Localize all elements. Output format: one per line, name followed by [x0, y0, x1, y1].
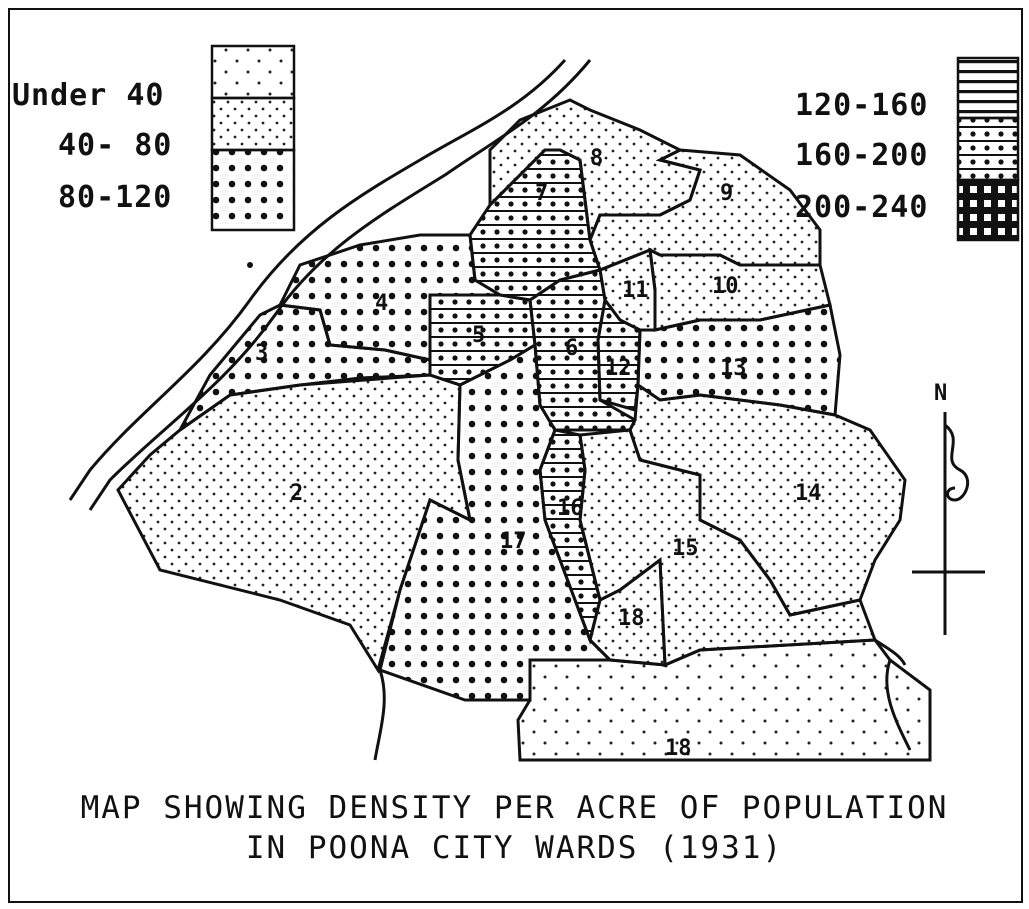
ward-label: 3	[255, 341, 268, 366]
map-frame	[8, 8, 1023, 903]
ward-label: 17	[500, 529, 527, 554]
ward-label: 18	[665, 736, 692, 761]
map-title-line-2: IN POONA CITY WARDS (1931)	[245, 830, 784, 866]
map-title-line-1: MAP SHOWING DENSITY PER ACRE OF POPULATI…	[80, 790, 949, 826]
river-bank-outer	[68, 58, 567, 501]
north-arrow-icon: N	[912, 381, 985, 635]
ward-label: 9	[720, 181, 733, 206]
ward-label: 15	[672, 536, 699, 561]
ward-region-15	[578, 428, 878, 668]
legend-swatch-200-240	[956, 178, 1020, 242]
ward-label: 10	[712, 274, 739, 299]
ward-label: 11	[622, 278, 649, 303]
ward-region-18-lower	[516, 638, 932, 762]
ward-label: 13	[720, 356, 747, 381]
legend-label-200-240: 200-240	[795, 190, 929, 225]
map-dot-marker	[247, 262, 253, 268]
legend-label-160-200: 160-200	[795, 138, 929, 173]
ward-label: 7	[535, 181, 548, 206]
north-label: N	[934, 381, 947, 406]
legend-label-40-80: 40- 80	[58, 128, 173, 163]
stream-line-south	[373, 669, 386, 761]
stream-line-southeast	[885, 659, 912, 751]
ward-label: 12	[605, 356, 632, 381]
legend-swatch-80-120	[210, 148, 296, 232]
legend-swatch-40-80	[210, 96, 296, 152]
stream-line-east	[874, 638, 907, 666]
legend-swatch-120-160	[956, 56, 1020, 120]
legend-swatch-under-40	[210, 44, 296, 100]
legend-swatch-160-200	[956, 116, 1020, 182]
ward-label: 5	[472, 323, 485, 348]
ward-label: 2	[290, 481, 303, 506]
legend-label-120-160: 120-160	[795, 88, 929, 123]
ward-label: 4	[375, 291, 388, 316]
ward-label: 18	[618, 606, 645, 631]
legend-label-under-40: Under 40	[12, 78, 165, 113]
ward-label: 16	[557, 496, 584, 521]
ward-label: 14	[795, 481, 822, 506]
legend-label-80-120: 80-120	[58, 180, 173, 215]
ward-label: 8	[590, 146, 603, 171]
ward-label: 6	[565, 336, 578, 361]
